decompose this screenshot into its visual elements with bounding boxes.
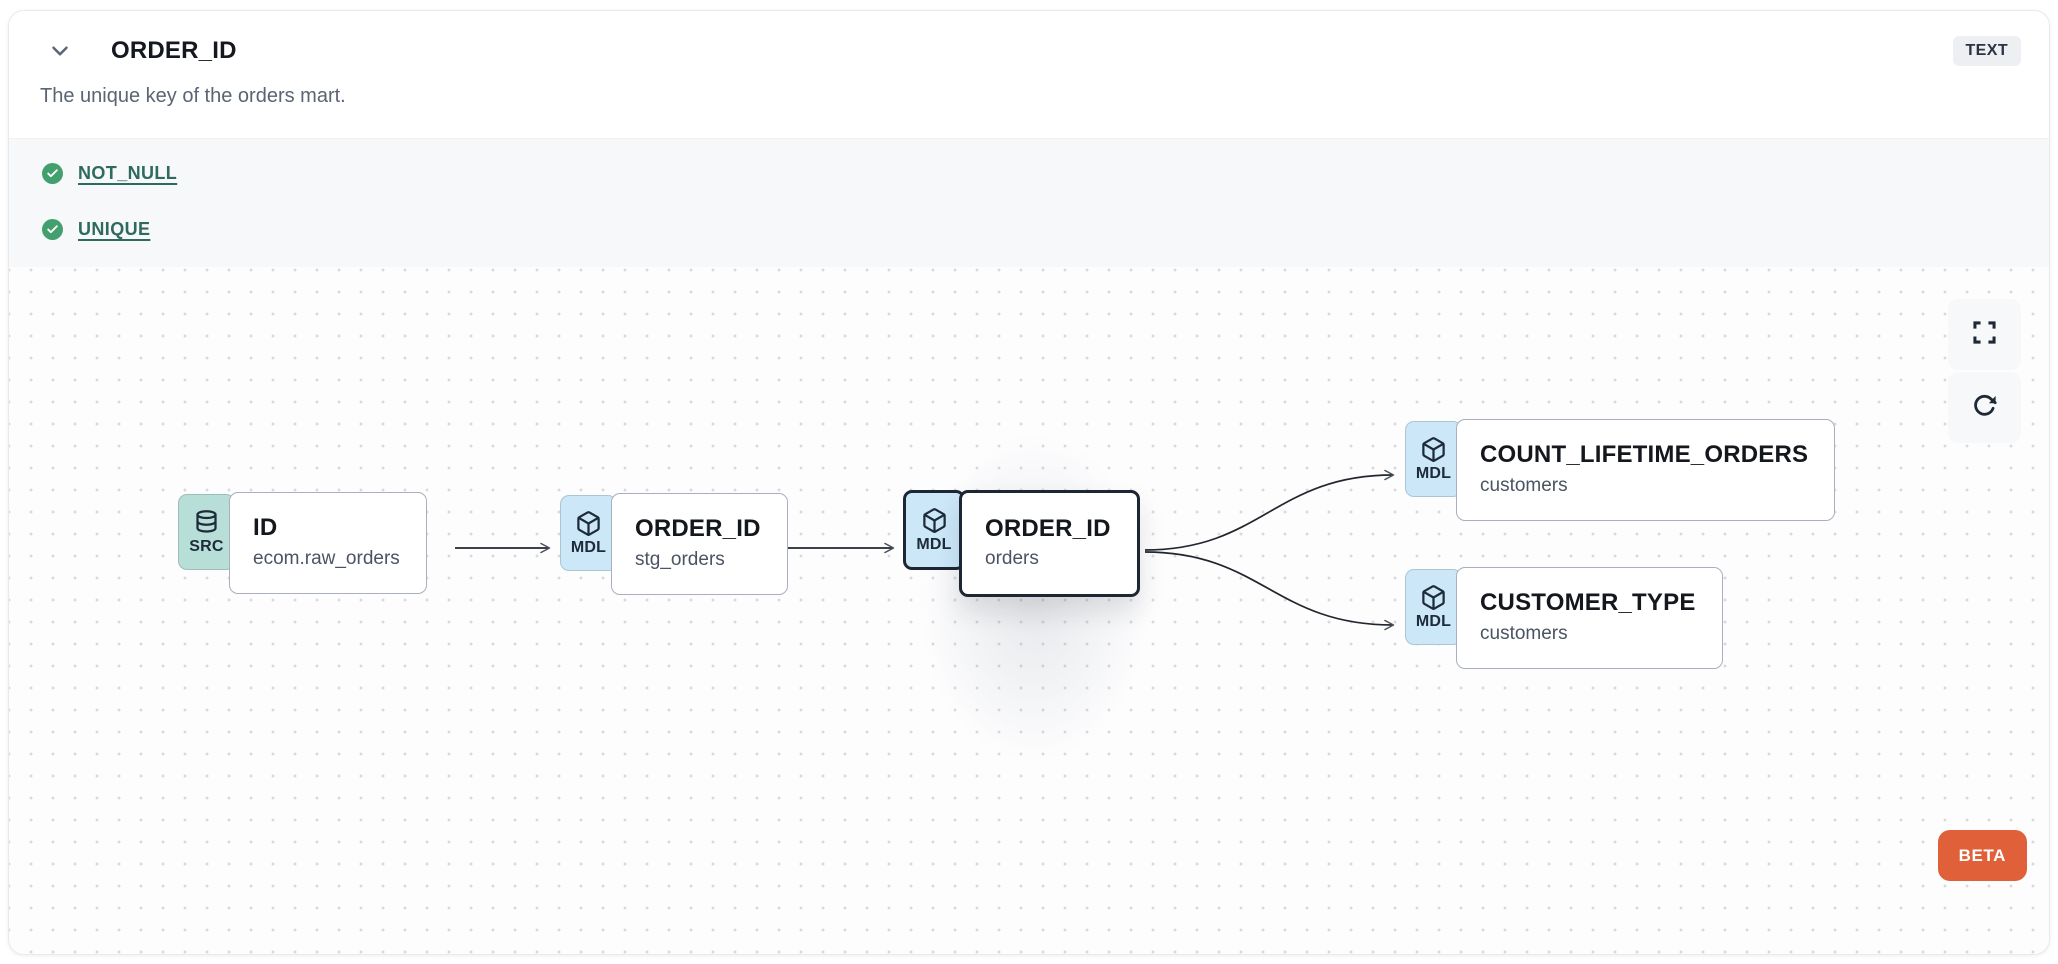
- selected-node-glow: [869, 387, 1199, 857]
- node-model-name: customers: [1480, 622, 1568, 644]
- tests-section: NOT_NULL UNIQUE: [9, 138, 2049, 267]
- node-box: ORDER_ID stg_orders: [611, 493, 788, 595]
- lineage-node-customers-count-lifetime-orders[interactable]: MDL COUNT_LIFETIME_ORDERS customers: [1405, 419, 1836, 521]
- cube-icon: [1420, 584, 1447, 611]
- fullscreen-button[interactable]: [1948, 299, 2021, 370]
- node-column-name: ID: [253, 514, 278, 542]
- chevron-down-icon[interactable]: [47, 38, 73, 64]
- node-type-badge: MDL: [903, 490, 965, 570]
- refresh-icon: [1971, 392, 1998, 424]
- node-box: ID ecom.raw_orders: [229, 492, 427, 594]
- cube-icon: [575, 510, 602, 537]
- node-column-name: CUSTOMER_TYPE: [1480, 589, 1696, 617]
- cube-icon: [921, 507, 948, 534]
- node-type-label: MDL: [916, 535, 952, 553]
- node-box: CUSTOMER_TYPE customers: [1456, 567, 1723, 669]
- node-type-badge: SRC: [178, 494, 235, 570]
- node-type-label: MDL: [1415, 612, 1452, 630]
- node-type-label: MDL: [1415, 464, 1452, 482]
- column-details-card: ORDER_ID TEXT The unique key of the orde…: [8, 10, 2050, 955]
- test-link[interactable]: UNIQUE: [78, 218, 151, 239]
- node-type-label: SRC: [189, 537, 224, 555]
- column-title: ORDER_ID: [111, 37, 237, 64]
- node-type-badge: MDL: [560, 495, 617, 571]
- refresh-button[interactable]: [1948, 372, 2021, 443]
- node-model-name: orders: [985, 548, 1039, 570]
- node-type-badge: MDL: [1405, 569, 1462, 645]
- lineage-node-src-id[interactable]: SRC ID ecom.raw_orders: [178, 492, 427, 594]
- column-header: ORDER_ID TEXT The unique key of the orde…: [9, 11, 2049, 138]
- test-pass-check-icon: [42, 218, 63, 240]
- node-model-name: ecom.raw_orders: [253, 547, 400, 569]
- node-type-label: MDL: [570, 538, 607, 556]
- column-title-row: ORDER_ID TEXT: [39, 33, 2021, 69]
- column-description: The unique key of the orders mart.: [40, 85, 346, 107]
- node-model-name: stg_orders: [635, 548, 725, 570]
- cube-icon: [1420, 436, 1447, 463]
- node-column-name: ORDER_ID: [635, 515, 761, 543]
- test-row-not_null[interactable]: NOT_NULL: [9, 155, 2049, 191]
- column-type-badge: TEXT: [1952, 36, 2021, 66]
- node-column-name: COUNT_LIFETIME_ORDERS: [1480, 441, 1809, 469]
- node-type-badge: MDL: [1405, 421, 1462, 497]
- node-column-name: ORDER_ID: [985, 514, 1111, 542]
- beta-badge: BETA: [1937, 830, 2027, 881]
- lineage-node-customers-customer-type[interactable]: MDL CUSTOMER_TYPE customers: [1405, 567, 1723, 669]
- fullscreen-icon: [1971, 319, 1998, 351]
- database-icon: [193, 509, 220, 536]
- lineage-node-stg-order-id[interactable]: MDL ORDER_ID stg_orders: [560, 493, 788, 595]
- test-row-unique[interactable]: UNIQUE: [9, 211, 2049, 247]
- node-model-name: customers: [1480, 474, 1568, 496]
- node-box: COUNT_LIFETIME_ORDERS customers: [1456, 419, 1836, 521]
- test-pass-check-icon: [42, 162, 63, 184]
- test-link[interactable]: NOT_NULL: [78, 162, 178, 183]
